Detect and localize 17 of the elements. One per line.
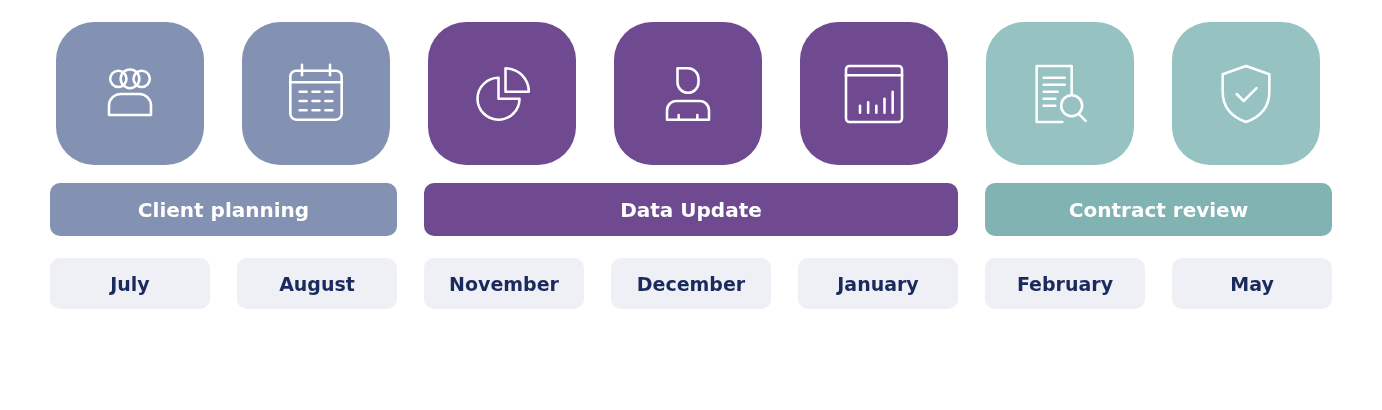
month-label: January — [798, 258, 958, 309]
icon-tile — [242, 22, 390, 165]
category-band: Contract review — [985, 183, 1332, 236]
icon-tile — [56, 22, 204, 165]
icon-tile — [986, 22, 1134, 165]
category-band: Data Update — [424, 183, 958, 236]
month-label: December — [611, 258, 771, 309]
icon-tile — [800, 22, 948, 165]
month-label: November — [424, 258, 584, 309]
month-label: July — [50, 258, 210, 309]
icon-tile — [1172, 22, 1320, 165]
month-label: August — [237, 258, 397, 309]
category-band: Client planning — [50, 183, 397, 236]
month-label: May — [1172, 258, 1332, 309]
icon-tile — [614, 22, 762, 165]
month-label: February — [985, 258, 1145, 309]
icon-tile — [428, 22, 576, 165]
